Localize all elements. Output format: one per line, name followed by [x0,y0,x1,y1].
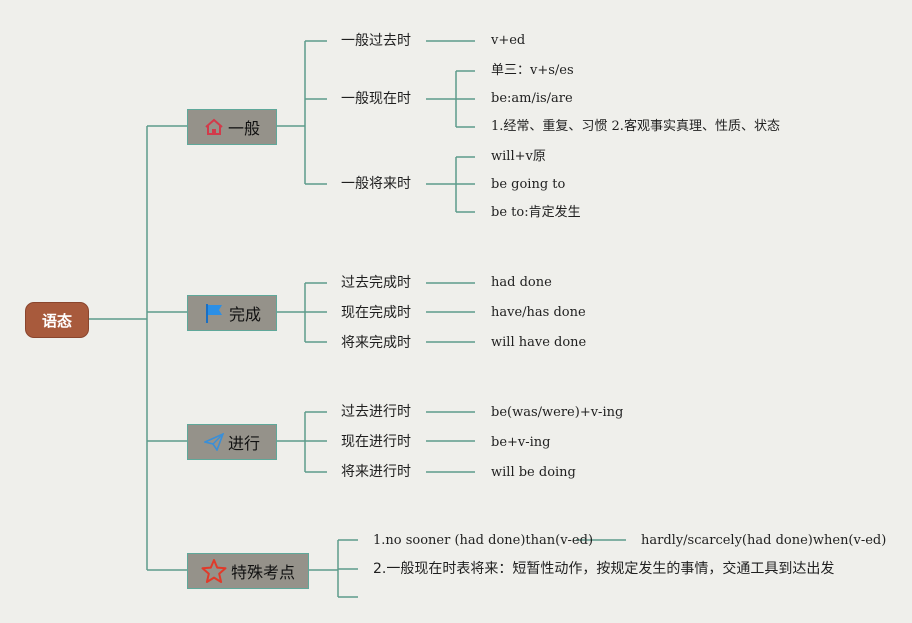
house-icon [205,118,223,135]
tense-node[interactable]: 将来进行时 [341,464,411,480]
detail-node[interactable]: be+v-ing [491,435,551,450]
flag-icon [205,304,222,323]
tense-node[interactable]: 一般过去时 [341,33,411,49]
special-point-node[interactable]: 2.一般现在时表将来：短暂性动作，按规定发生的事情，交通工具到达出发 [373,561,835,577]
tense-node[interactable]: 过去进行时 [341,404,411,420]
detail-node[interactable]: hardly/scarcely(had done)when(v-ed) [641,533,887,548]
category-special-points[interactable]: 特殊考点 [187,553,309,589]
detail-node[interactable]: 单三：v+s/es [491,63,574,78]
special-point-node[interactable]: 1.no sooner (had done)than(v-ed) [373,533,594,548]
star-icon [201,559,227,583]
paper-plane-icon [203,433,224,451]
detail-node[interactable]: v+ed [491,33,526,48]
detail-node[interactable]: will be doing [491,465,576,480]
tense-node[interactable]: 过去完成时 [341,275,411,291]
detail-node[interactable]: 1.经常、重复、习惯 2.客观事实真理、性质、状态 [491,119,780,134]
category-perfect[interactable]: 完成 [187,295,277,331]
detail-node[interactable]: be:am/is/are [491,91,573,106]
tense-node[interactable]: 一般将来时 [341,176,411,192]
detail-node[interactable]: be(was/were)+v-ing [491,405,624,420]
detail-node[interactable]: will have done [491,335,587,350]
tense-node[interactable]: 将来完成时 [341,335,411,351]
detail-node[interactable]: have/has done [491,305,586,320]
category-progressive[interactable]: 进行 [187,424,277,460]
tense-node[interactable]: 现在进行时 [341,434,411,450]
root-node[interactable]: 语态 [25,302,89,338]
category-general[interactable]: 一般 [187,109,277,145]
detail-node[interactable]: will+v原 [491,149,546,164]
tense-node[interactable]: 现在完成时 [341,305,411,321]
detail-node[interactable]: be going to [491,177,566,192]
tense-node[interactable]: 一般现在时 [341,91,411,107]
detail-node[interactable]: be to:肯定发生 [491,205,581,220]
detail-node[interactable]: had done [491,275,552,290]
